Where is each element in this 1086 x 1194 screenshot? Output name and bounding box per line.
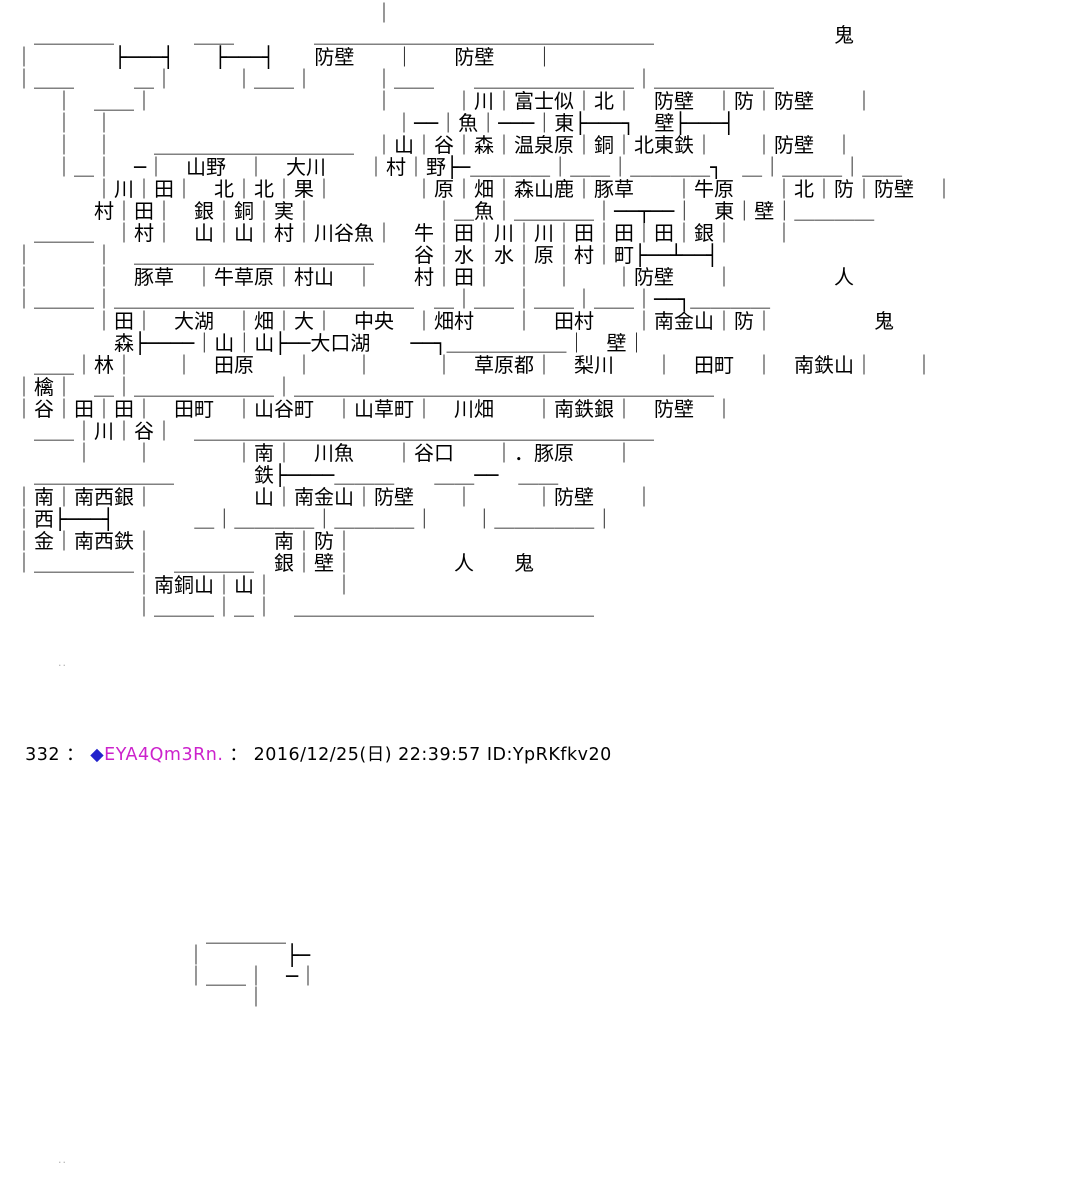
- ascii-art-mini-map: ＿＿＿＿ ｜ ├─ ｜＿＿｜ ─｜ ｜: [186, 922, 319, 1009]
- post-tripcode: EYA4Qm3Rn.: [104, 745, 224, 765]
- post-header: 332 ： ◆EYA4Qm3Rn. ： 2016/12/25(日) 22:39:…: [13, 721, 612, 766]
- faint-dots-top: ..: [58, 656, 67, 669]
- tripcode-diamond-icon: ◆: [90, 745, 105, 765]
- post-separator-2: ：: [223, 745, 254, 765]
- post-separator-1: ：: [60, 745, 91, 765]
- ascii-art-map: ｜ ＿＿＿＿ ＿＿ ＿＿＿＿＿＿＿＿＿＿＿＿＿＿＿＿＿ 鬼 ｜ ├───┤ ├─…: [14, 1, 954, 619]
- post-number[interactable]: 332: [25, 745, 61, 765]
- post-user-id: ID:YpRKfkv20: [486, 745, 612, 765]
- faint-dots-bottom: ..: [58, 1153, 67, 1166]
- post-datetime: 2016/12/25(日) 22:39:57: [253, 745, 481, 765]
